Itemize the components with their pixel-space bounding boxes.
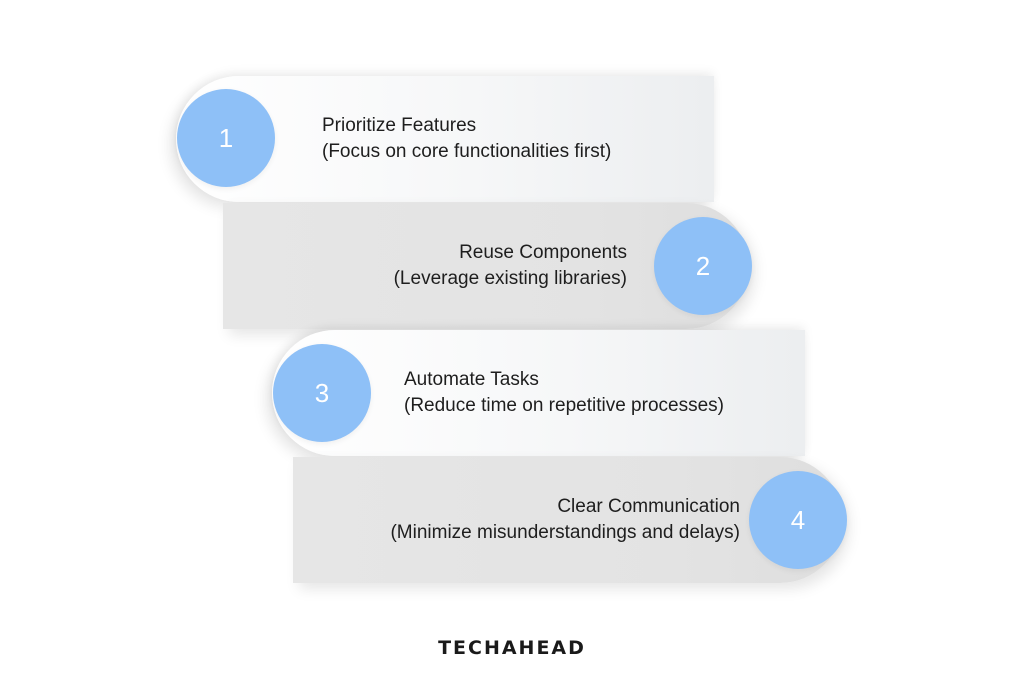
step-subtitle-4: (Minimize misunderstandings and delays) — [390, 522, 740, 543]
step-subtitle-3: (Reduce time on repetitive processes) — [404, 395, 724, 416]
step-number-badge-1: 1 — [177, 89, 275, 187]
step-title-1: Prioritize Features — [322, 115, 477, 136]
step-text-3: Automate Tasks (Reduce time on repetitiv… — [404, 367, 724, 419]
step-title-2: Reuse Components — [459, 242, 627, 263]
step-text-4: Clear Communication (Minimize misunderst… — [390, 494, 740, 546]
techahead-logo: TECHAHEAD — [438, 637, 586, 659]
step-subtitle-1: (Focus on core functionalities first) — [322, 141, 612, 162]
step-number-badge-2: 2 — [654, 217, 752, 315]
step-subtitle-2: (Leverage existing libraries) — [393, 268, 627, 289]
step-number-badge-3: 3 — [273, 344, 371, 442]
step-title-3: Automate Tasks — [404, 369, 539, 390]
step-title-4: Clear Communication — [557, 496, 740, 517]
step-number-badge-4: 4 — [749, 471, 847, 569]
step-text-1: Prioritize Features (Focus on core funct… — [322, 113, 611, 165]
step-text-2: Reuse Components (Leverage existing libr… — [394, 240, 627, 292]
